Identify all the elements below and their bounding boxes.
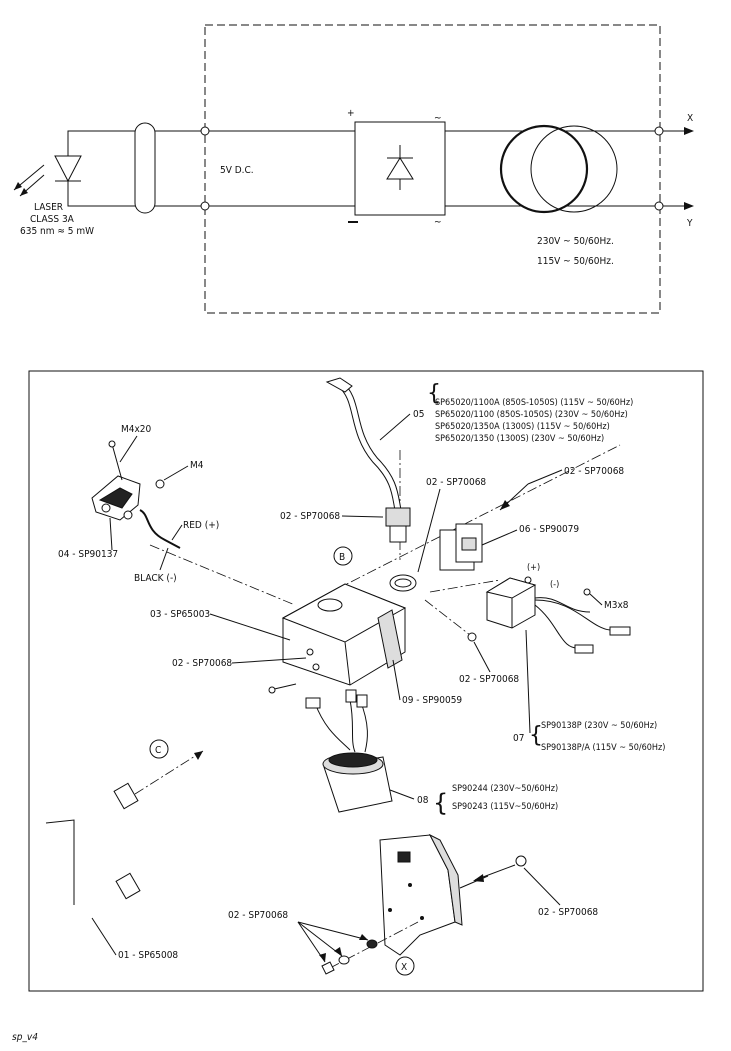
p05-item-3: SP65020/1350A (1300S) (115V ~ 50/60Hz) — [435, 422, 610, 432]
laser-emission-arrows-icon — [13, 164, 45, 197]
callout-02-g: 02 - SP70068 — [228, 910, 288, 921]
schematic: LASER CLASS 3A 635 nm ≈ 5 mW 5V D.C. + ~… — [13, 24, 694, 314]
dc-label: 5V D.C. — [220, 165, 254, 176]
housing-part — [281, 583, 407, 686]
output-x-label: X — [687, 113, 693, 124]
callout-05-num: 05 — [413, 409, 424, 420]
view-x-label: X — [401, 962, 407, 973]
p05-item-2: SP65020/1100 (850S-1050S) (230V ~ 50/60H… — [435, 410, 628, 420]
cable-sleeve-icon — [134, 122, 156, 214]
wiring-part — [305, 689, 368, 753]
callout-plus: (+) — [527, 563, 540, 573]
terminal — [654, 201, 664, 211]
laser-class: CLASS 3A — [30, 214, 75, 225]
callout-02-c: 02 - SP70068 — [564, 466, 624, 477]
laser-diode-icon — [54, 155, 82, 183]
transformer-icon — [499, 124, 618, 214]
voltage-115: 115V ~ 50/60Hz. — [537, 256, 614, 267]
connector-part — [439, 523, 483, 571]
callout-red: RED (+) — [183, 520, 219, 531]
terminal — [200, 201, 210, 211]
callout-02-a: 02 - SP70068 — [426, 477, 486, 488]
laser-module-part — [91, 440, 181, 549]
p08-item-1: SP90244 (230V~50/60Hz) — [452, 784, 558, 794]
p05-item-1: SP65020/1100A (850S-1050S) (115V ~ 50/60… — [435, 398, 633, 408]
output-y-label: Y — [686, 218, 693, 229]
svg-text:{: { — [433, 789, 448, 817]
callout-02-e: 02 - SP70068 — [459, 674, 519, 685]
ac-sign: ~ — [434, 217, 442, 228]
callout-04: 04 - SP90137 — [58, 549, 118, 560]
callout-02-f: 02 - SP70068 — [538, 907, 598, 918]
laser-label: LASER — [34, 202, 63, 213]
view-c-label: C — [155, 745, 161, 756]
screw-part — [515, 855, 527, 867]
callout-06: 06 - SP90079 — [519, 524, 579, 535]
p07-item-1: SP90138P (230V ~ 50/60Hz) — [541, 721, 657, 731]
callout-09: 09 - SP90059 — [402, 695, 462, 706]
nut-part — [467, 632, 477, 642]
transformer-part — [322, 752, 393, 813]
diode-icon — [386, 145, 414, 190]
terminal — [654, 126, 664, 136]
p05-item-4: SP65020/1350 (1300S) (230V ~ 50/60Hz) — [435, 434, 604, 444]
p08-item-2: SP90243 (115V~50/60Hz) — [452, 802, 558, 812]
callout-m3x8: M3x8 — [604, 600, 629, 611]
svg-text:{: { — [427, 381, 441, 406]
ac-sign: ~ — [434, 113, 442, 124]
callout-08-num: 08 — [417, 795, 429, 806]
callout-m4: M4 — [190, 460, 204, 471]
bracket-part — [44, 782, 141, 923]
callout-07-num: 07 — [513, 733, 524, 744]
screw-set-part — [321, 921, 419, 975]
output-arrow-icon — [684, 202, 694, 210]
callout-02-b: 02 - SP70068 — [280, 511, 340, 522]
direction-arrow-icon — [194, 751, 203, 760]
callout-03: 03 - SP65003 — [150, 609, 210, 620]
power-cable-part — [325, 377, 411, 543]
callout-m4x20: M4x20 — [121, 424, 152, 435]
laser-spec: 635 nm ≈ 5 mW — [20, 226, 94, 237]
exploded-view-frame — [28, 370, 704, 992]
view-c-marker — [149, 739, 169, 759]
view-b-label: B — [339, 552, 345, 563]
terminal — [200, 126, 210, 136]
plus-sign: + — [347, 108, 355, 119]
view-x-marker — [395, 956, 415, 976]
callout-02-d: 02 - SP70068 — [172, 658, 232, 669]
view-b-marker — [333, 546, 353, 566]
figure-code: sp_v4 — [12, 1032, 38, 1043]
svg-text:{: { — [529, 723, 543, 748]
output-arrow-icon — [684, 127, 694, 135]
power-supply-part — [485, 576, 631, 654]
exploded-view: M4x20 M4 04 - SP90137 RED (+) BLACK (-) … — [28, 370, 704, 992]
mounting-plate-part — [379, 833, 489, 956]
callout-01: 01 - SP65008 — [118, 950, 178, 961]
callout-black: BLACK (-) — [134, 573, 177, 584]
voltage-230: 230V ~ 50/60Hz. — [537, 236, 614, 247]
p07-item-2: SP90138P/A (115V ~ 50/60Hz) — [541, 743, 665, 753]
callout-minus: (-) — [550, 580, 559, 590]
